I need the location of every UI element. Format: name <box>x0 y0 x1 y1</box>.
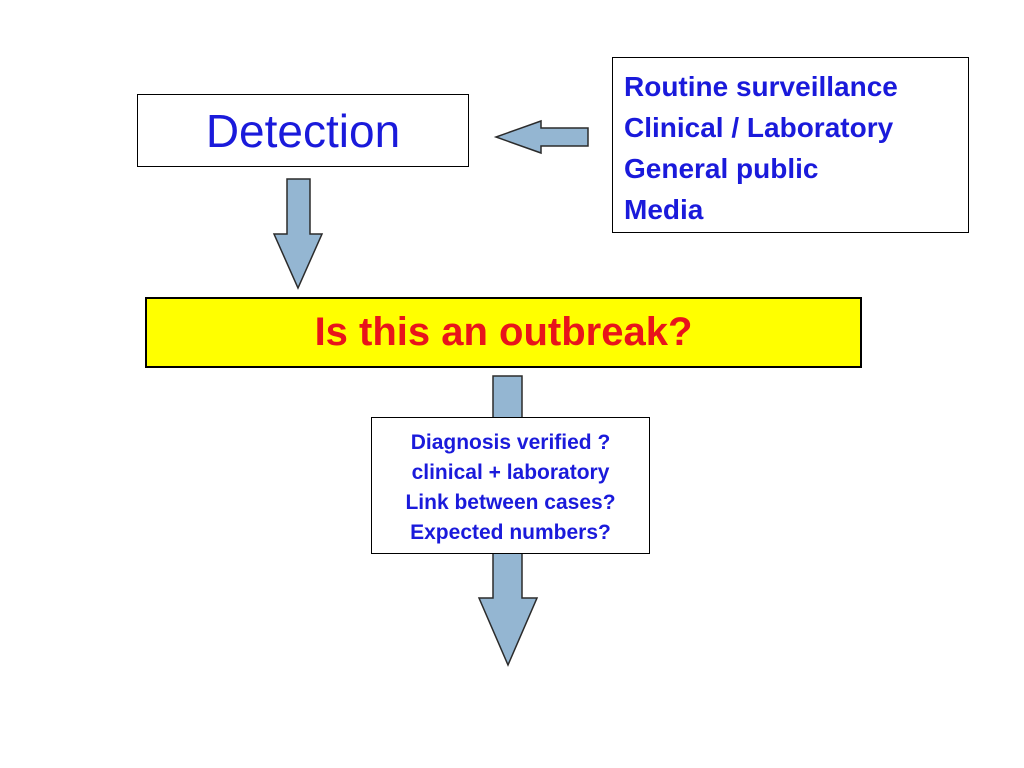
source-item: Clinical / Laboratory <box>624 112 894 143</box>
detection-label: Detection <box>205 104 401 157</box>
sources-box: Routine surveillance Clinical / Laborato… <box>612 57 969 233</box>
check-item: Expected numbers? <box>410 521 611 544</box>
down-arrow-detection-icon <box>272 178 324 290</box>
check-item: clinical + laboratory <box>411 461 610 484</box>
left-arrow-icon <box>493 119 589 155</box>
outbreak-question-box: Is this an outbreak? <box>145 297 862 368</box>
check-item: Diagnosis verified ? <box>410 431 611 454</box>
verification-checks-box: Diagnosis verified ? clinical + laborato… <box>371 417 650 554</box>
detection-box: Detection <box>137 94 469 167</box>
check-item: Link between cases? <box>405 491 616 514</box>
source-item: Routine surveillance <box>624 71 898 102</box>
outbreak-question-label: Is this an outbreak? <box>314 310 693 354</box>
source-item: General public <box>624 153 819 184</box>
source-item: Media <box>624 194 704 225</box>
